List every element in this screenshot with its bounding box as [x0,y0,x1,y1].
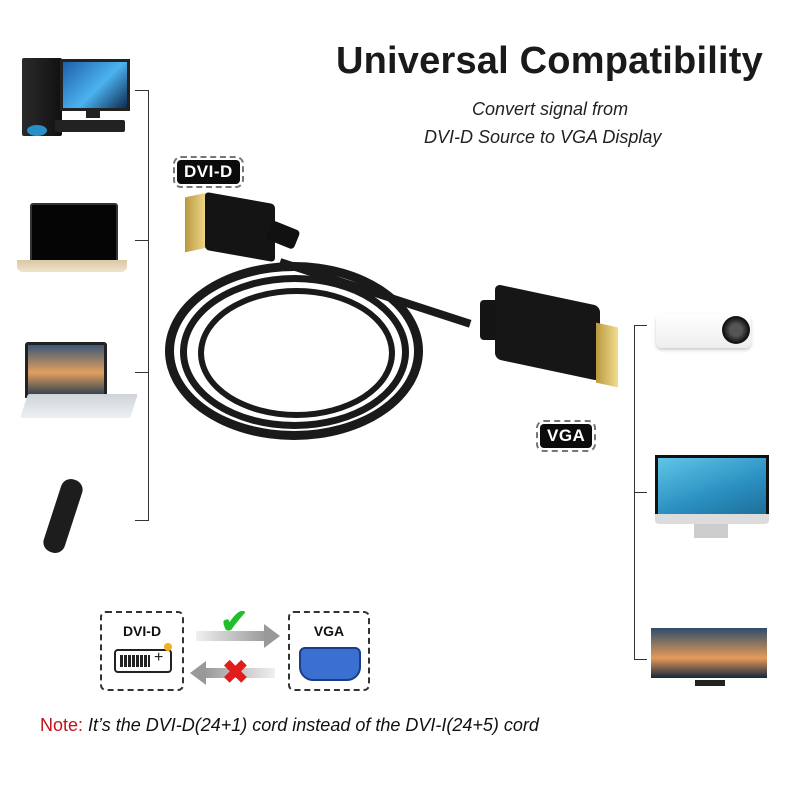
tv-stand [695,680,725,686]
laptop-base [20,394,138,418]
vga-connector-body [495,283,600,382]
pc-stand [86,108,100,118]
dvi-port-icon: + [114,649,172,673]
vga-connector-plate [596,322,618,388]
forward-arrow-head [264,624,280,648]
laptop-screen [30,203,118,262]
note-label: Note: [40,715,84,735]
forward-arrow [196,631,266,641]
bracket-tick [135,240,149,241]
monitor-screen [655,455,769,517]
cable-coil [180,275,409,429]
check-icon: ✔ [220,603,249,641]
page-title: Universal Compatibility [336,40,763,82]
bracket-tick [135,520,149,521]
vga-port-icon [299,647,361,681]
remote-icon [40,476,86,556]
note: Note: It’s the DVI-D(24+1) cord instead … [40,715,539,736]
pc-monitor [60,59,130,111]
bracket-tick [634,659,647,660]
monitor-stand [694,524,728,538]
reverse-arrow-head [190,661,206,685]
bracket-tick [634,492,647,493]
source-bracket [148,90,149,520]
dvi-d-box-label: DVI-D [122,623,162,639]
mouse [27,125,47,136]
note-text: It’s the DVI-D(24+1) cord instead of the… [88,715,539,735]
dvi-pins [120,655,150,667]
vga-tag: VGA [535,420,597,452]
laptop-screen [25,342,107,398]
projector-lens [722,316,750,344]
reverse-arrow [205,668,275,678]
bracket-tick [135,90,149,91]
vga-box: VGA [288,611,370,691]
monitor-chin [655,514,769,524]
dvi-connector-body [205,191,275,263]
cable-coil [198,288,395,418]
bracket-tick [634,325,647,326]
dvi-d-box: DVI-D + [100,611,184,691]
dvi-connector-plate [185,192,207,253]
bracket-tick [135,372,149,373]
keyboard [55,120,125,132]
tv-screen [651,628,767,678]
dvi-plus: + [154,649,164,666]
badge-dot-icon [164,643,172,651]
cross-icon: ✖ [222,654,249,690]
laptop-base [17,260,127,272]
vga-box-label: VGA [313,623,345,639]
dvi-d-tag: DVI-D [173,156,244,188]
subtitle-line-2: DVI-D Source to VGA Display [424,127,662,147]
subtitle-line-1: Convert signal from [472,99,629,119]
